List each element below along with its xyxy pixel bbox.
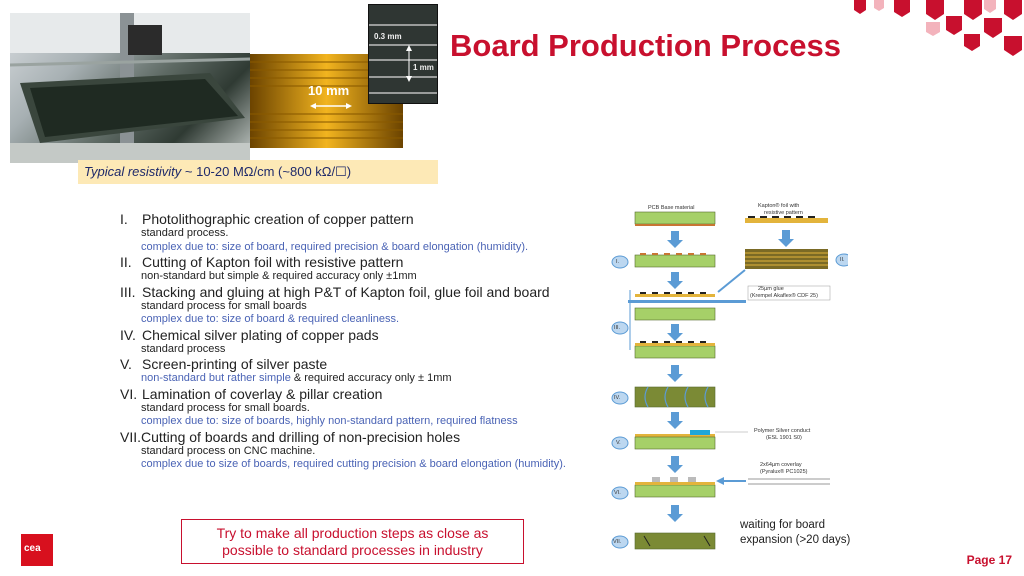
waiting-line-1: waiting for board [740, 519, 826, 531]
coverlay-label-2: (Pyralux® PC1025) [760, 469, 808, 475]
process-flow-diagram: PCB Base material Kapton® foil with resi… [608, 200, 848, 556]
glue-label-2: (Krempel Akaflex® CDF 25) [750, 293, 818, 299]
resistivity-banner: Typical resistivity ~ 10-20 MΩ/cm (~800 … [78, 160, 438, 184]
ruler-side-label: 1 mm [413, 63, 434, 72]
standardization-callout: Try to make all production steps as clos… [181, 519, 524, 564]
step-6: VI.Lamination of coverlay & pillar creat… [120, 386, 610, 429]
step-detail: standard process on CNC machine. [141, 444, 316, 457]
step-title: Cutting of boards and drilling of non-pr… [141, 428, 461, 445]
step-title: Chemical silver plating of copper pads [142, 326, 379, 343]
photo-screen-printing-machine [10, 13, 250, 163]
step-7: VII.Cutting of boards and drilling of no… [120, 429, 610, 472]
step-title: Lamination of coverlay & pillar creation [142, 385, 383, 402]
kapton-label-2: resistive pattern [764, 210, 803, 216]
cea-logo: cea [21, 534, 53, 566]
step-complexity: complex due to: size of board & required… [141, 313, 400, 325]
step-5: V. Screen-printing of silver paste non-st… [120, 356, 610, 386]
diagram-badge-i: I. [616, 259, 620, 265]
callout-line-1: Try to make all production steps as clos… [216, 525, 489, 541]
step-3: III. Stacking and gluing at high P&T of K… [120, 284, 610, 327]
step-complexity: complex due to: size of boards, highly n… [141, 415, 518, 427]
logo-text: cea [24, 543, 41, 554]
diagram-badge-ii: II. [840, 257, 845, 263]
ruler-top-label: 0.3 mm [374, 32, 402, 41]
step-title: Cutting of Kapton foil with resistive pa… [142, 254, 404, 270]
page-number: Page 17 [966, 553, 1012, 567]
step-number: I. [120, 211, 128, 227]
page-title: Board Production Process [450, 28, 842, 63]
step-number: IV. [120, 326, 136, 343]
step-number: II. [120, 254, 132, 270]
step-title: Screen-printing of silver paste [142, 356, 328, 372]
step-detail: standard process [141, 342, 226, 355]
step-number: VII. [120, 428, 142, 445]
silver-label-2: (ESL 1901 S0) [766, 435, 802, 441]
step-number: VI. [120, 385, 138, 402]
diagram-badge-iii: III. [614, 325, 621, 331]
glue-label-1: 25µm glue [758, 286, 784, 292]
step-detail: standard process for small boards. [141, 401, 310, 414]
photo-ruler-closeup: 0.3 mm 1 mm [368, 4, 438, 104]
kapton-label-1: Kapton® foil with [758, 203, 800, 209]
step-1: I. Photolithographic creation of copper p… [120, 211, 610, 254]
diagram-badge-iv: IV. [614, 395, 621, 401]
resistivity-value: ~ 10-20 MΩ/cm (~800 kΩ/☐) [181, 164, 352, 179]
step-title: Photolithographic creation of copper pat… [142, 211, 414, 227]
step-2: II. Cutting of Kapton foil with resistive… [120, 254, 610, 284]
diagram-badge-v: V. [616, 440, 621, 446]
step-detail: non-standard but simple & required accur… [141, 270, 417, 282]
step-number: V. [120, 356, 132, 372]
step-title: Stacking and gluing at high P&T of Kapto… [142, 283, 550, 300]
diagram-badge-vi: VI. [614, 490, 621, 496]
step-complexity: complex due to: size of board, required … [141, 240, 529, 253]
pcb-base-label: PCB Base material [648, 205, 695, 211]
waiting-line-2: expansion (>20 days) [740, 534, 851, 546]
resistivity-label: Typical resistivity [84, 164, 182, 179]
silver-label-1: Polymer Silver conduct [754, 428, 811, 434]
coverlay-label-1: 2x64µm coverlay [760, 462, 802, 468]
step-complexity: non-standard but rather simple [141, 372, 291, 384]
diagram-badge-vii: VII. [613, 539, 622, 545]
step-detail: & required accuracy only ± 1mm [290, 372, 452, 384]
step-complexity: complex due to size of boards, required … [141, 458, 566, 470]
waiting-note: waiting for board expansion (>20 days) [740, 518, 850, 548]
callout-line-2: possible to standard processes in indust… [222, 542, 483, 558]
decorative-cube-pattern [854, 0, 1022, 56]
step-number: III. [120, 283, 136, 300]
step-4: IV. Chemical silver plating of copper pad… [120, 327, 610, 357]
step-detail: standard process for small boards [141, 299, 307, 312]
process-step-list: I. Photolithographic creation of copper p… [120, 211, 610, 472]
step-detail: standard process. [141, 227, 229, 239]
strip-scale-label: 10 mm [308, 83, 350, 98]
